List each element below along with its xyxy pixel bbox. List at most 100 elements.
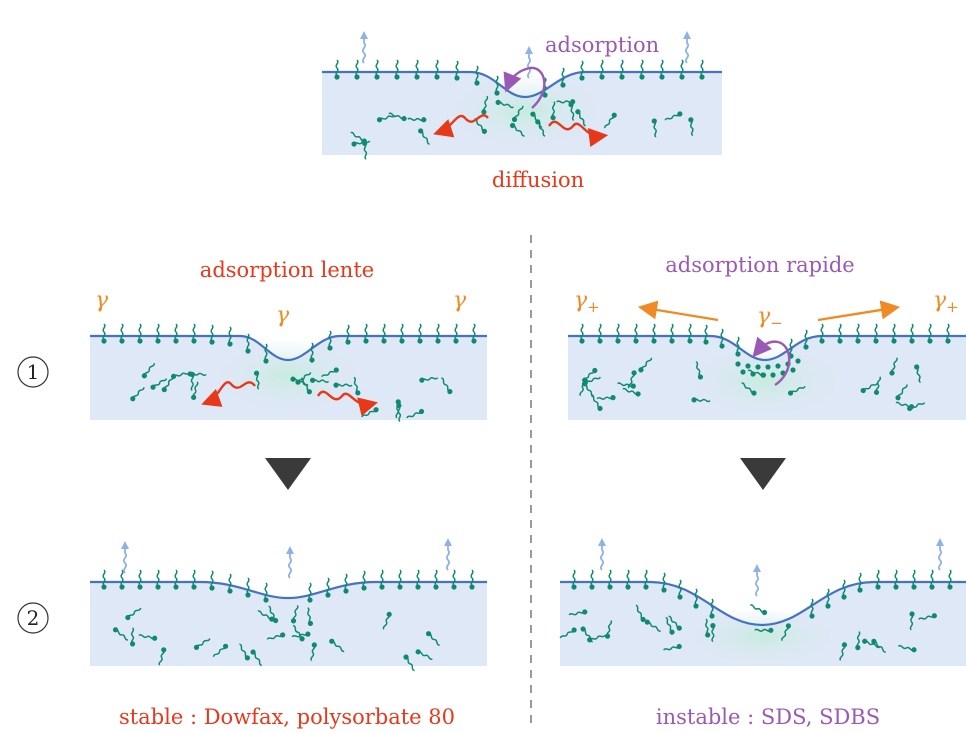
surfactant-molecule xyxy=(914,364,922,384)
surface-surfactant xyxy=(494,75,500,96)
surfactant-molecule xyxy=(292,624,305,642)
surface-surfactant xyxy=(911,569,917,590)
surface-surfactant xyxy=(173,569,179,590)
surfactant-molecule xyxy=(644,619,661,632)
surfactant-molecule xyxy=(710,623,716,643)
surface-surfactant xyxy=(397,569,403,590)
surfactant-molecule xyxy=(638,357,653,373)
molecules xyxy=(350,95,694,160)
desorbing-surfactant xyxy=(598,538,606,571)
step-marker-1: 1 xyxy=(17,356,49,388)
surface-surfactant xyxy=(451,569,457,590)
surfactant-molecule xyxy=(212,643,229,657)
surfactant-molecule xyxy=(591,394,603,412)
adsorption-label: adsorption xyxy=(545,33,659,57)
right-heading: adsorption rapide xyxy=(665,253,854,277)
surfactant-molecule xyxy=(750,604,768,616)
surfactant-molecule xyxy=(695,360,704,380)
marangoni-arrow-left xyxy=(637,300,719,322)
svg-text:1: 1 xyxy=(27,360,40,384)
surface-surfactant xyxy=(469,569,475,590)
surfactant-molecule xyxy=(495,99,514,109)
surface-surfactant xyxy=(345,324,351,345)
surface-surfactant xyxy=(699,59,705,80)
surface-surfactant xyxy=(119,569,125,590)
surfactant-molecule xyxy=(441,377,453,395)
desorbing-surfactant xyxy=(121,541,129,574)
surface-surfactant xyxy=(619,59,625,80)
surface-surfactant xyxy=(639,59,645,80)
desorbing-molecule xyxy=(121,538,452,579)
surface-surfactant xyxy=(659,59,665,80)
surfactant-molecule xyxy=(559,627,577,639)
surface-surfactant xyxy=(173,323,179,344)
depletion-zone xyxy=(208,340,368,420)
surfactant-molecule xyxy=(406,408,425,419)
surface-surfactant xyxy=(435,323,441,344)
desorbing-surfactant xyxy=(525,46,533,79)
surface-surfactant xyxy=(307,582,313,603)
surface-surfactant xyxy=(381,323,387,344)
surfactant-molecule xyxy=(382,611,392,630)
surfactant-molecule xyxy=(351,140,371,147)
desorbing-surfactant xyxy=(683,31,691,64)
gamma-plus-right: γ+ xyxy=(933,288,959,316)
surfactant-molecule xyxy=(396,402,402,422)
surfactant-molecule xyxy=(362,140,368,160)
surface-surfactant xyxy=(363,323,369,344)
surface-surfactant xyxy=(399,323,405,344)
desorbing-surfactant xyxy=(936,538,944,571)
surfactant-head xyxy=(770,372,776,378)
surface-surfactant xyxy=(677,579,683,600)
surfactant-molecule xyxy=(651,118,657,138)
surface-surfactant xyxy=(155,323,161,344)
surface-surfactant xyxy=(719,328,725,349)
surfactant-molecule xyxy=(158,647,167,666)
desorbing-surfactant xyxy=(444,538,452,571)
surface-surfactant xyxy=(343,573,349,594)
surface-surfactant xyxy=(471,323,477,344)
surface-surfactant xyxy=(433,569,439,590)
surface-surfactant xyxy=(929,569,935,590)
surface-tails xyxy=(334,59,705,98)
surface-surfactant xyxy=(263,343,269,364)
surfactant-molecule xyxy=(189,371,196,392)
depletion-zone xyxy=(680,347,850,423)
adsorption-arrow xyxy=(752,336,791,387)
surface-surfactant xyxy=(891,323,897,344)
surface-surfactant xyxy=(571,569,577,590)
surface-surfactant xyxy=(855,323,861,344)
surfactant-molecule xyxy=(193,638,211,650)
surfactant-molecule xyxy=(239,643,251,661)
top-panel: adsorption diffusion xyxy=(322,31,722,192)
surfactant-head xyxy=(740,369,746,375)
surfactant-molecule xyxy=(688,117,694,137)
surface-surfactant xyxy=(209,570,215,591)
surface-surfactant xyxy=(893,569,899,590)
gamma-minus-center: γ− xyxy=(757,304,783,332)
surfactant-molecule xyxy=(873,376,882,395)
surface-surfactant xyxy=(803,329,809,350)
desorbing-surfactant xyxy=(286,546,294,579)
surfactant-molecule xyxy=(839,642,848,661)
gamma-plus-left: γ+ xyxy=(574,288,600,316)
diffusion-arrow-left xyxy=(201,381,256,407)
molecules xyxy=(559,604,937,661)
left-step1-panel xyxy=(90,323,487,422)
right-step1-panel xyxy=(568,323,966,423)
surface-surfactant xyxy=(945,323,951,344)
surfactant-molecule xyxy=(125,607,142,621)
surface-surfactant xyxy=(599,59,605,80)
surface-surfactant xyxy=(227,326,233,347)
surfactant-molecule xyxy=(860,382,879,394)
liquid-body xyxy=(560,582,966,666)
surface-surfactant xyxy=(735,336,741,357)
interface-line xyxy=(560,580,966,627)
surfactant-molecule xyxy=(321,367,339,378)
surface-tails xyxy=(101,323,477,364)
surface-surfactant xyxy=(693,588,699,609)
surfactant-molecule xyxy=(895,384,908,401)
right-conclusion: instable : SDS, SDBS xyxy=(656,705,880,729)
surface-surfactant xyxy=(119,323,125,344)
